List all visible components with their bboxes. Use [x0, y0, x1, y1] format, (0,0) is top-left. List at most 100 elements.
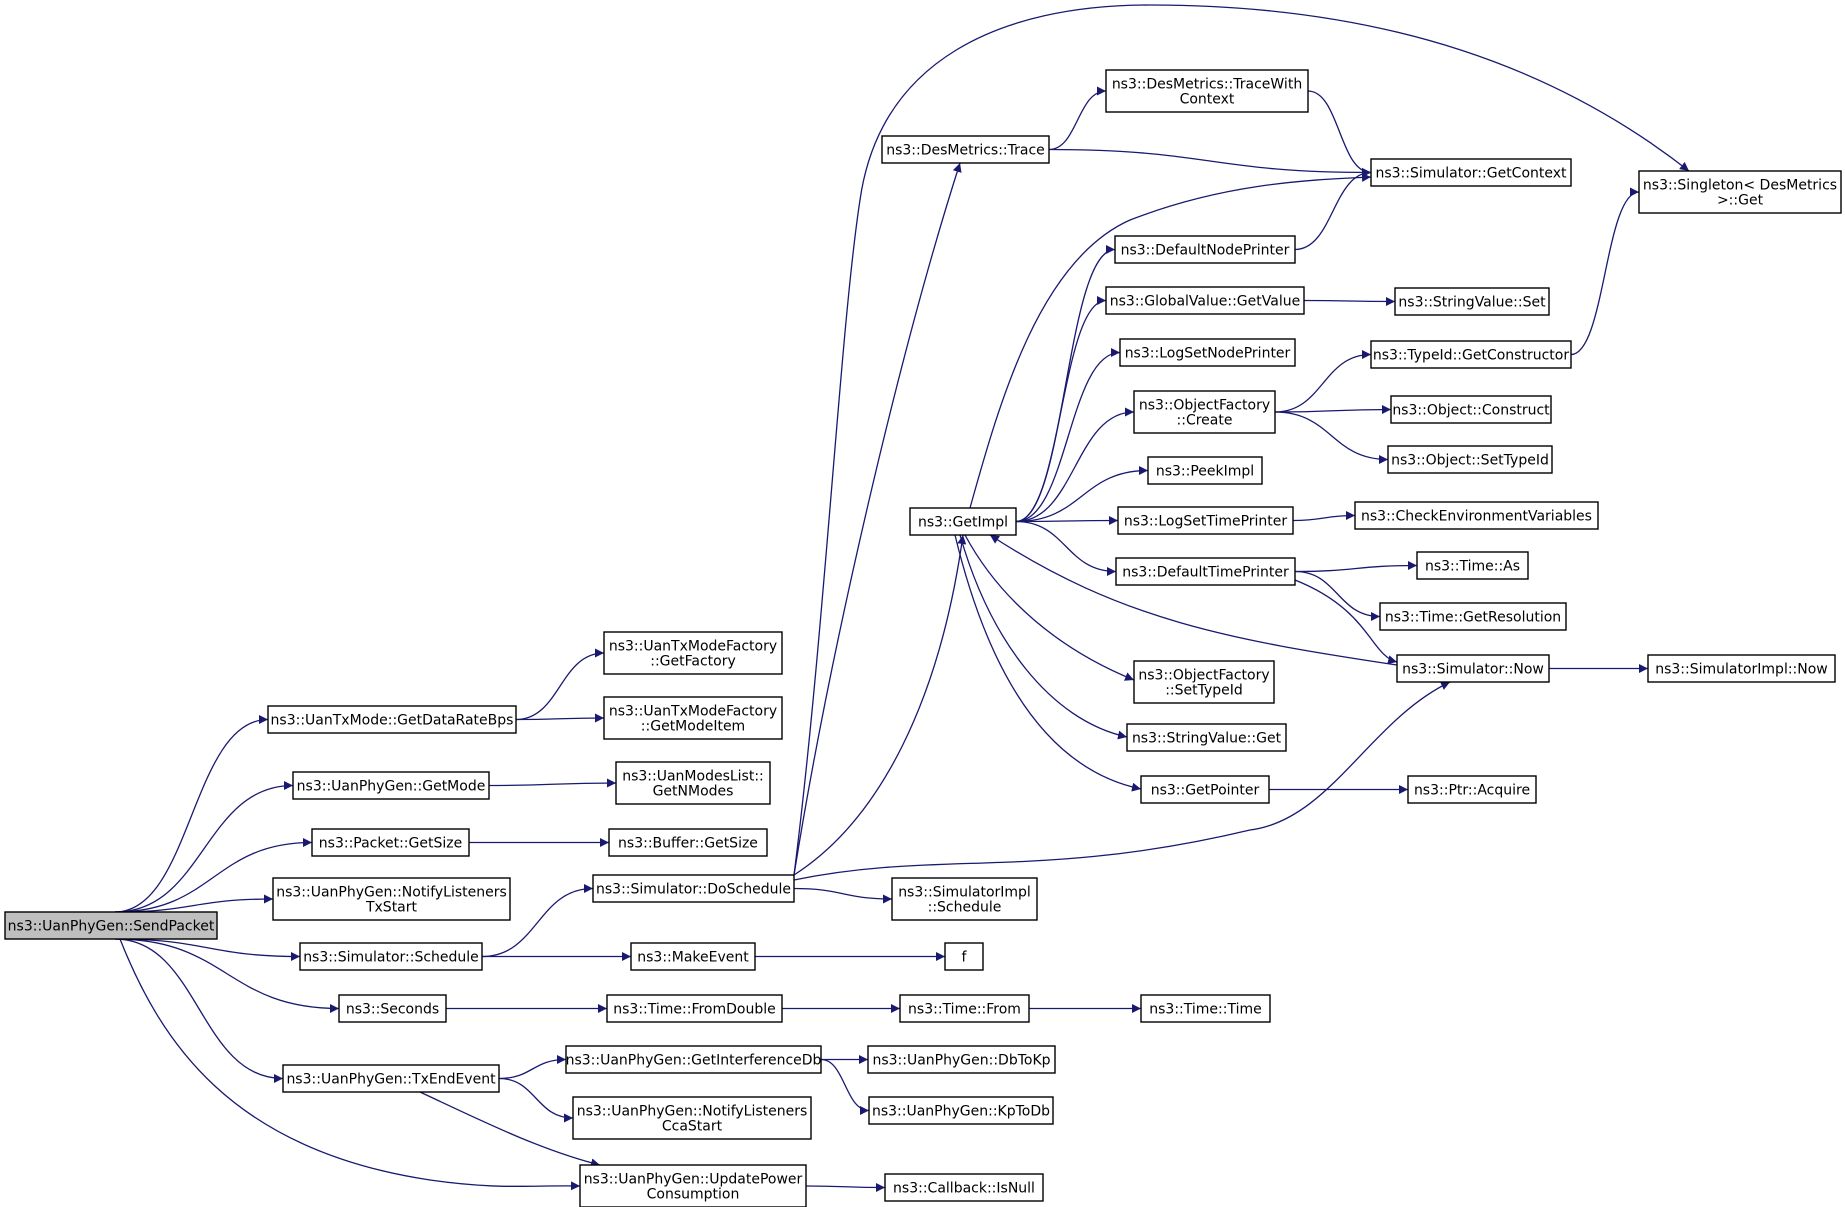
function-node[interactable]: ns3::CheckEnvironmentVariables [1354, 501, 1599, 530]
function-node[interactable]: ns3::LogSetTimePrinter [1117, 506, 1294, 535]
function-node[interactable]: ns3::PeekImpl [1147, 456, 1263, 485]
node-label: ns3::StringValue::Set [1398, 295, 1546, 311]
call-edge-n15-n16 [1015, 245, 1116, 523]
node-box [881, 135, 1050, 164]
node-label: ns3::UanPhyGen::KpToDb [872, 1104, 1050, 1120]
node-box [572, 1096, 812, 1140]
call-edge-n15-n19 [1015, 348, 1121, 523]
function-node[interactable]: ns3::MakeEvent [630, 942, 756, 971]
call-edge-n12-n13 [1307, 90, 1372, 177]
function-node[interactable]: ns3::UanPhyGen::GetInterferenceDb [565, 1045, 822, 1074]
node-label: ns3::UanPhyGen::NotifyListeners [276, 885, 507, 901]
function-node[interactable]: ns3::StringValue::Get [1126, 723, 1287, 752]
function-node[interactable]: ns3::DefaultNodePrinter [1114, 235, 1296, 264]
function-node[interactable]: ns3::UanTxModeFactory::GetModeItem [603, 696, 783, 740]
node-box [1147, 456, 1263, 485]
function-node[interactable]: ns3::Time::GetResolution [1379, 602, 1567, 631]
node-label: ns3::Simulator::Now [1402, 662, 1544, 678]
function-node[interactable]: ns3::Ptr::Acquire [1407, 775, 1537, 804]
function-node[interactable]: ns3::UanTxMode::GetDataRateBps [267, 705, 517, 734]
function-node[interactable]: ns3::Object::SetTypeId [1387, 445, 1553, 474]
function-node[interactable]: ns3::Object::Construct [1390, 395, 1552, 424]
function-node[interactable]: ns3::Simulator::Schedule [299, 942, 483, 971]
function-node[interactable]: ns3::Simulator::DoSchedule [592, 874, 795, 903]
node-box [909, 507, 1017, 536]
node-label: Consumption [647, 1187, 740, 1203]
function-node[interactable]: ns3::GetImpl [909, 507, 1017, 536]
root-function-node[interactable]: ns3::UanPhyGen::SendPacket [4, 911, 218, 940]
call-edge-n0-n1 [114, 715, 269, 913]
function-node[interactable]: ns3::Time::From [899, 994, 1030, 1023]
function-node[interactable]: ns3::ObjectFactory::SetTypeId [1133, 660, 1275, 704]
node-label: ns3::DesMetrics::Trace [886, 143, 1045, 159]
function-node[interactable]: ns3::UanModesList::GetNModes [615, 761, 771, 805]
call-edge-n43-n44 [498, 1055, 567, 1080]
node-label: ns3::Simulator::GetContext [1375, 166, 1567, 182]
node-box [267, 705, 517, 734]
function-node[interactable]: ns3::Singleton< DesMetrics >::Get [1638, 170, 1842, 214]
call-edge-n10-n15 [793, 534, 967, 876]
node-box [311, 828, 470, 857]
call-edge-n0-n39 [114, 938, 340, 1013]
node-label: ::GetFactory [650, 654, 736, 670]
node-label: ns3::UanPhyGen::GetMode [297, 779, 486, 795]
node-box [1126, 723, 1287, 752]
function-node[interactable]: ns3::Time::FromDouble [606, 994, 783, 1023]
node-label: ns3::UanPhyGen::UpdatePower [584, 1172, 803, 1188]
node-box [1370, 340, 1572, 369]
function-node[interactable]: ns3::Callback::IsNull [884, 1173, 1044, 1202]
node-box [867, 1045, 1056, 1074]
function-node[interactable]: ns3::UanPhyGen::TxEndEvent [282, 1064, 500, 1093]
node-label: ns3::DefaultTimePrinter [1122, 565, 1289, 581]
function-node[interactable]: ns3::GlobalValue::GetValue [1105, 286, 1305, 315]
call-edge-n15-n24 [1015, 466, 1149, 523]
node-label: ns3::GetImpl [918, 515, 1008, 531]
function-node[interactable]: ns3::SimulatorImpl::Now [1647, 654, 1836, 683]
function-node[interactable]: ns3::StringValue::Set [1394, 287, 1550, 316]
function-node[interactable]: ns3::Simulator::Now [1396, 654, 1550, 683]
call-edge-n11-n12 [1048, 86, 1107, 151]
node-box [868, 1096, 1054, 1125]
node-label: ns3::CheckEnvironmentVariables [1361, 509, 1592, 525]
node-box [272, 877, 511, 921]
function-node[interactable]: ns3::LogSetNodePrinter [1119, 338, 1296, 367]
function-node[interactable]: ns3::Time::As [1416, 551, 1529, 580]
node-box [1140, 775, 1270, 804]
call-edge-n0-n9 [114, 938, 301, 961]
edges-layer [114, 4, 1690, 1192]
call-edge-n21-n14 [1570, 187, 1640, 356]
function-node[interactable]: ns3::Seconds [338, 994, 447, 1023]
node-box [282, 1064, 500, 1093]
node-label: ns3::Time::As [1425, 559, 1520, 575]
node-box [1133, 390, 1276, 434]
function-node[interactable]: ns3::GetPointer [1140, 775, 1270, 804]
function-node[interactable]: ns3::TypeId::GetConstructor [1370, 340, 1572, 369]
call-edge-n17-n18 [1303, 296, 1396, 306]
call-edge-n20-n22 [1274, 405, 1392, 415]
node-label: ns3::MakeEvent [637, 950, 749, 966]
function-node[interactable]: f [944, 942, 984, 971]
function-node[interactable]: ns3::DefaultTimePrinter [1115, 557, 1296, 586]
function-node[interactable]: ns3::ObjectFactory::Create [1133, 390, 1276, 434]
function-node[interactable]: ns3::Packet::GetSize [311, 828, 470, 857]
function-node[interactable]: ns3::DesMetrics::Trace [881, 135, 1050, 164]
function-node[interactable]: ns3::Time::Time [1140, 994, 1271, 1023]
function-node[interactable]: ns3::UanPhyGen::GetMode [292, 771, 490, 800]
node-label: ns3::Ptr::Acquire [1414, 783, 1530, 799]
function-node[interactable]: ns3::Simulator::GetContext [1370, 158, 1572, 187]
node-box [603, 696, 783, 740]
function-node[interactable]: ns3::SimulatorImpl::Schedule [891, 877, 1038, 921]
function-node[interactable]: ns3::UanPhyGen::KpToDb [868, 1096, 1054, 1125]
node-label: ns3::Callback::IsNull [893, 1181, 1035, 1197]
node-label: ns3::Singleton< DesMetrics [1643, 178, 1837, 194]
function-node[interactable]: ns3::UanTxModeFactory::GetFactory [603, 631, 783, 675]
function-node[interactable]: ns3::Buffer::GetSize [608, 828, 768, 857]
node-label: ::Schedule [928, 900, 1002, 916]
function-node[interactable]: ns3::UanPhyGen::DbToKp [867, 1045, 1056, 1074]
call-edge-n48-n49 [805, 1182, 886, 1192]
